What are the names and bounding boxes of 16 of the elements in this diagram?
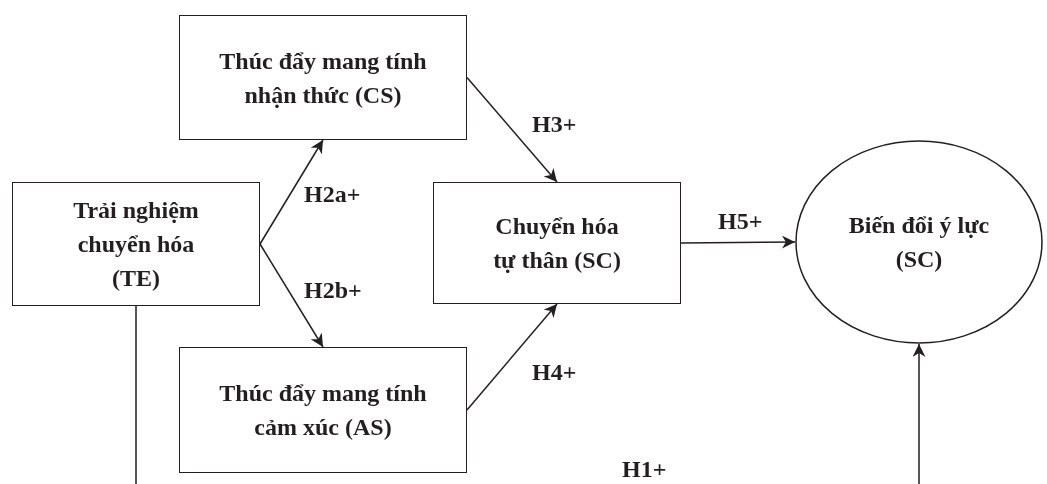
arrow bbox=[466, 303, 558, 411]
construct-label: Trải nghiệm chuyển hóa (TE) bbox=[72, 196, 200, 293]
arrow bbox=[135, 305, 926, 484]
construct-box bbox=[179, 347, 467, 473]
arrow bbox=[259, 243, 324, 348]
construct-ellipse bbox=[795, 140, 1043, 344]
construct-label: Chuyển hóa tự thân (SC) bbox=[492, 212, 622, 275]
construct-label: Biến đổi ý lực (SC) bbox=[847, 211, 991, 274]
construct-box bbox=[433, 182, 681, 304]
construct-label: Thúc đẩy mang tính cảm xúc (AS) bbox=[218, 379, 428, 442]
arrow bbox=[466, 76, 558, 183]
construct-box bbox=[179, 15, 467, 140]
arrow bbox=[680, 235, 796, 249]
construct-label: Thúc đẩy mang tính nhận thức (CS) bbox=[218, 46, 428, 110]
construct-box bbox=[12, 182, 260, 306]
arrow bbox=[259, 139, 324, 245]
